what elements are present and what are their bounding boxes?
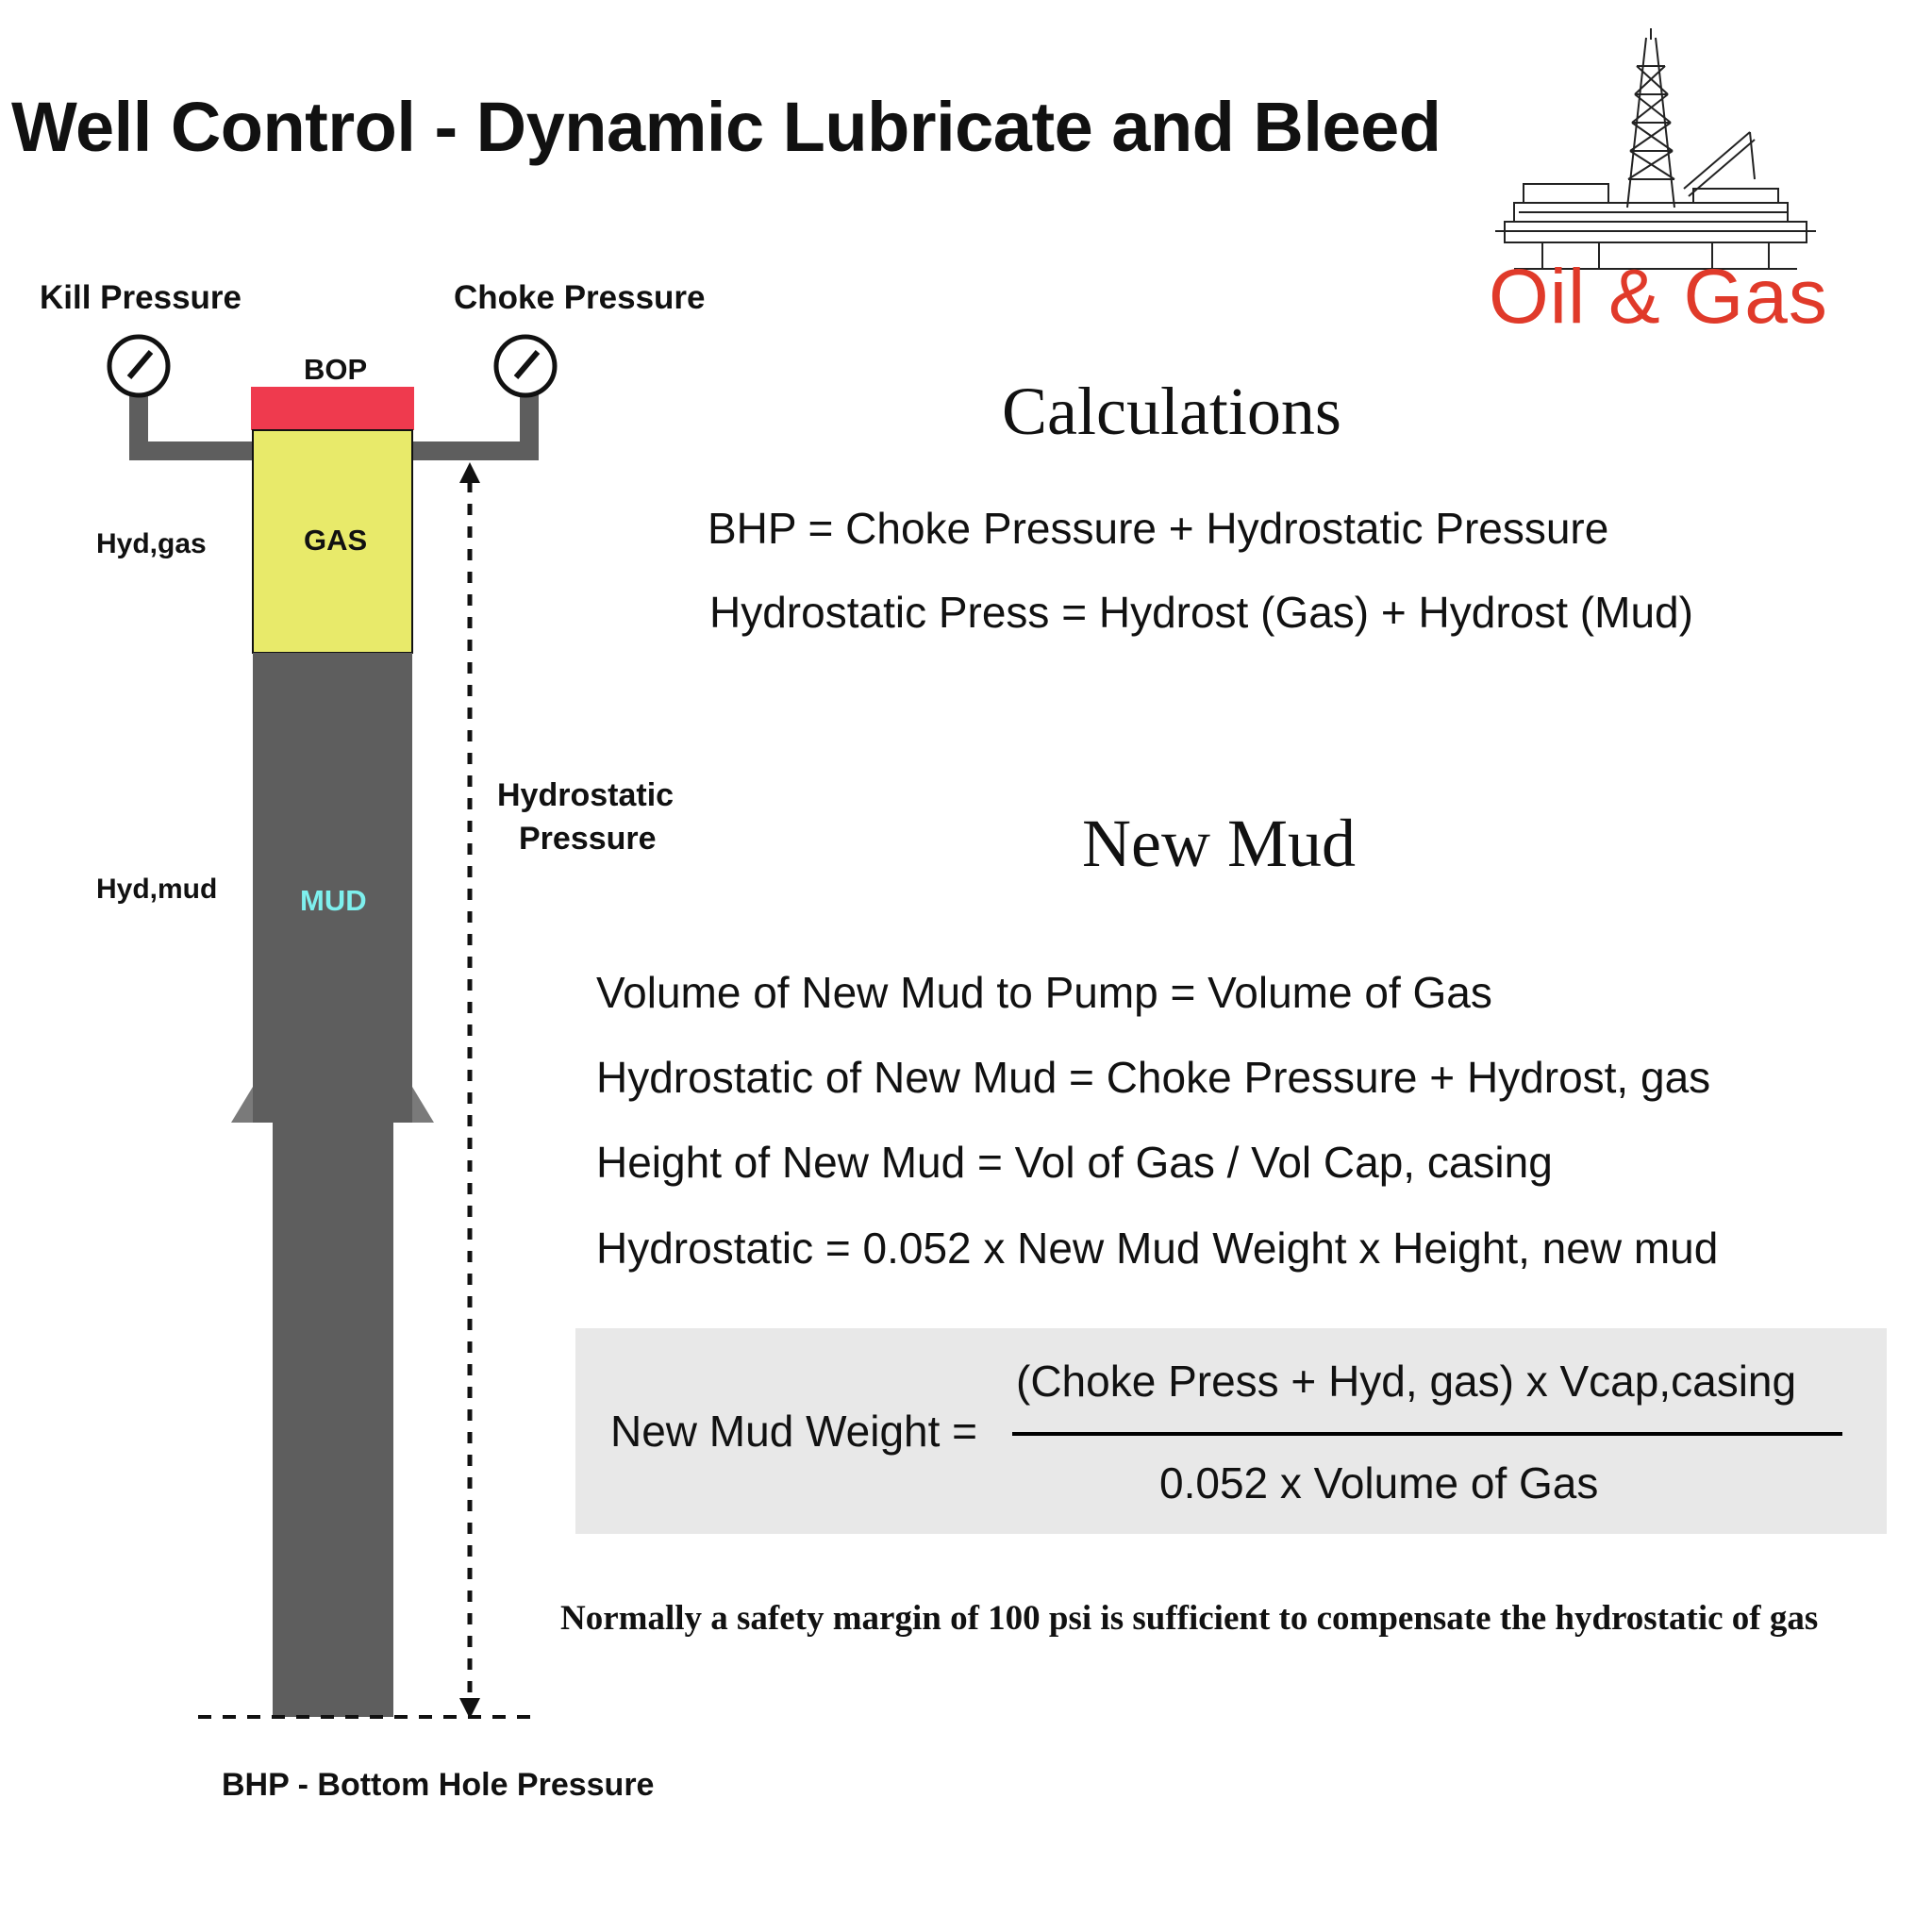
hydrostatic-label-line1: Hydrostatic: [497, 777, 675, 813]
gas-column: [252, 429, 413, 654]
calculation-line-2: Hydrostatic Press = Hydrost (Gas) + Hydr…: [709, 588, 1693, 637]
arrow-up: [459, 462, 480, 483]
bop-block: [251, 387, 414, 430]
formula-lhs: New Mud Weight =: [610, 1407, 978, 1456]
gas-label: GAS: [304, 524, 368, 557]
choke-line-riser: [520, 394, 539, 460]
arrow-down: [459, 1698, 480, 1719]
new-mud-heading: New Mud: [1082, 806, 1356, 881]
bhp-label: BHP - Bottom Hole Pressure: [222, 1767, 655, 1803]
formula-box: [575, 1328, 1887, 1534]
kill-line-riser: [129, 394, 148, 460]
kill-pressure-label: Kill Pressure: [40, 279, 242, 316]
hyd-mud-label: Hyd,mud: [96, 874, 218, 905]
page-title: Well Control - Dynamic Lubricate and Ble…: [11, 88, 1441, 166]
mud-label: MUD: [300, 884, 367, 917]
new-mud-line-1: Volume of New Mud to Pump = Volume of Ga…: [596, 968, 1492, 1017]
kill-pressure-gauge: [107, 334, 171, 398]
bop-label: BOP: [304, 353, 368, 386]
safety-note: Normally a safety margin of 100 psi is s…: [560, 1599, 1819, 1638]
shoe-fill: [253, 1087, 412, 1123]
choke-line: [413, 441, 539, 460]
choke-pressure-label: Choke Pressure: [454, 279, 706, 316]
calculations-heading: Calculations: [1002, 374, 1341, 449]
fraction-line: [1012, 1432, 1842, 1436]
kill-line: [129, 441, 255, 460]
mud-column-upper: [253, 653, 412, 1087]
hyd-gas-label: Hyd,gas: [96, 528, 207, 559]
new-mud-line-2: Hydrostatic of New Mud = Choke Pressure …: [596, 1053, 1711, 1102]
new-mud-line-3: Height of New Mud = Vol of Gas / Vol Cap…: [596, 1138, 1553, 1187]
offshore-rig-icon: [1495, 28, 1816, 270]
calculation-line-1: BHP = Choke Pressure + Hydrostatic Press…: [708, 504, 1609, 553]
mud-column-lower: [273, 1123, 393, 1717]
formula-denominator: 0.052 x Volume of Gas: [1159, 1458, 1599, 1507]
choke-pressure-gauge: [493, 334, 558, 398]
formula-numerator: (Choke Press + Hyd, gas) x Vcap,casing: [1016, 1357, 1797, 1406]
logo-text: Oil & Gas: [1489, 254, 1828, 340]
hydrostatic-label-line2: Pressure: [519, 821, 657, 857]
new-mud-line-4: Hydrostatic = 0.052 x New Mud Weight x H…: [596, 1224, 1719, 1273]
